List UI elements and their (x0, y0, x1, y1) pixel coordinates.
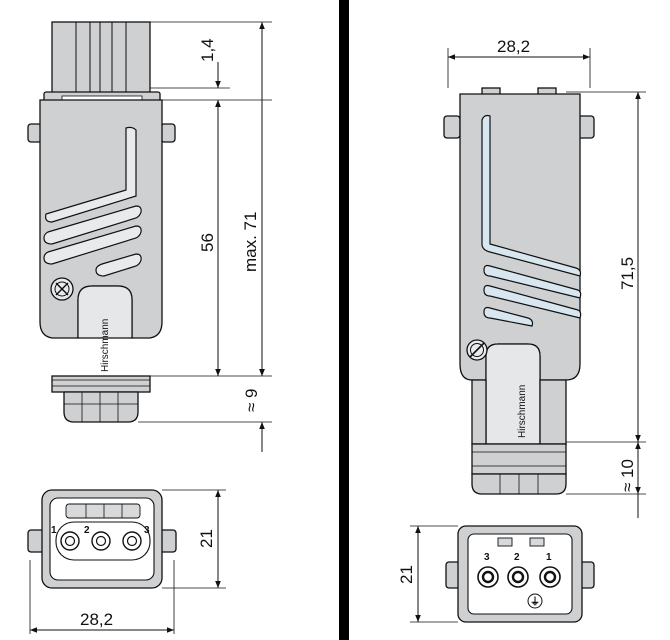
pin-label: 2 (514, 552, 520, 563)
rib-3 (95, 253, 142, 277)
lower-collar (51, 375, 151, 393)
dim-width-left: 28,2 (80, 610, 113, 629)
right-face-view: 3 2 1 ⏚ 21 (397, 525, 595, 623)
dim-bottom-left: ≈ 9 (242, 388, 261, 412)
rib-l (45, 126, 137, 223)
earth-symbol: ⏚ (530, 596, 540, 608)
pin-label: 3 (144, 525, 150, 536)
dim-overall-right: 71,5 (618, 257, 637, 290)
dim-bottom-right: ≈ 10 (618, 459, 637, 492)
connector-body (459, 93, 581, 381)
rib-2 (43, 225, 142, 265)
pin-label: 1 (546, 552, 552, 563)
rib-2 (483, 284, 582, 319)
dim-top-left: 1,4 (198, 38, 217, 62)
side-clip-right (160, 123, 176, 143)
dim-body-left: 56 (198, 233, 217, 252)
dim-overall-left: max. 71 (241, 212, 260, 272)
plug-block (51, 21, 151, 97)
panel-divider (339, 0, 349, 640)
dim-width-right: 28,2 (497, 37, 530, 56)
rib-1 (43, 205, 142, 245)
brand-label-left: Hirschmann (100, 319, 111, 372)
dim-face-height-left: 21 (197, 529, 216, 548)
left-side-view: Hirschmann 1,4 56 max. 71 ≈ 9 (27, 21, 272, 452)
pin-label: 1 (51, 525, 57, 536)
left-face-view: 1 2 3 21 28,2 (27, 489, 226, 634)
rib-1 (483, 264, 582, 299)
side-clip-left (443, 115, 461, 139)
pin-label: 2 (84, 525, 90, 536)
right-side-view: 28,2 Hirschmann (443, 37, 646, 518)
earth-icon (527, 593, 543, 609)
brand-label-right: Hirschmann (517, 385, 528, 438)
lower-collar (471, 443, 567, 475)
dim-face-height-right: 21 (397, 565, 416, 584)
cable-nut (63, 391, 139, 423)
rib-3 (483, 306, 534, 327)
rib-l (481, 114, 582, 277)
pin-label: 3 (484, 552, 490, 563)
